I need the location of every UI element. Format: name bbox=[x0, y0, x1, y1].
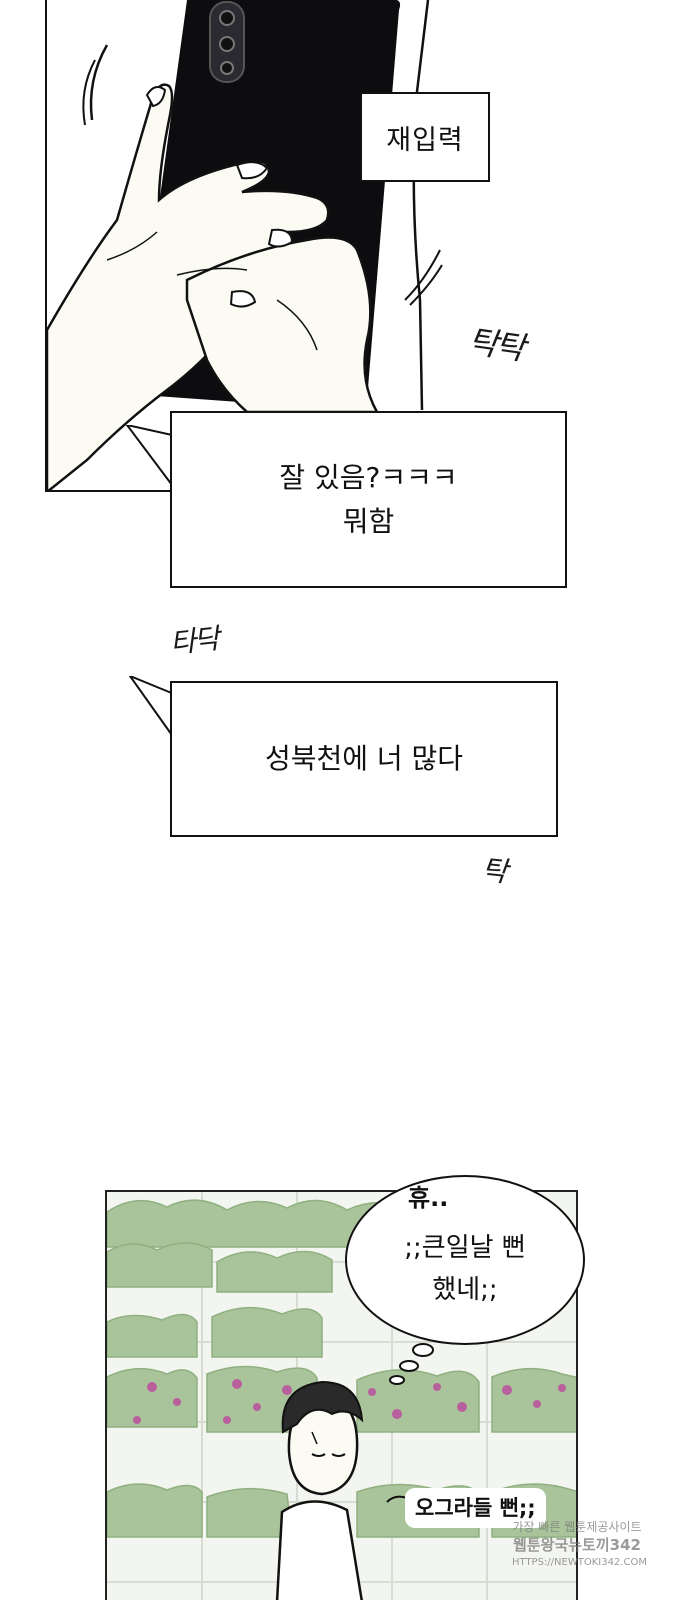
fingernail bbox=[235, 161, 269, 180]
caption-retype: 재입력 bbox=[360, 92, 490, 182]
motion-line bbox=[89, 44, 109, 121]
caption-text: 재입력 bbox=[386, 124, 464, 156]
chat-message-bubble: 잘 있음?ㅋㅋㅋ 뭐함 bbox=[170, 411, 567, 588]
right-hand bbox=[185, 236, 380, 414]
sigh-text: 휴.. bbox=[408, 1184, 449, 1212]
mutter-text: 오그라들 뻔;; bbox=[415, 1496, 536, 1520]
motion-line bbox=[82, 59, 96, 126]
fingernail bbox=[267, 228, 294, 248]
watermark-line: 웹툰왕국뉴토끼342 bbox=[513, 1536, 641, 1554]
boy-character bbox=[275, 1380, 364, 1600]
chat-message-line: 뭐함 bbox=[342, 504, 395, 538]
fingernail bbox=[145, 85, 167, 108]
fingernail bbox=[229, 290, 257, 308]
chat-bubble-tail bbox=[125, 425, 173, 486]
camera-lens-icon bbox=[219, 10, 235, 26]
camera-lens-icon bbox=[220, 61, 234, 75]
speech-line: 했네;; bbox=[432, 1275, 498, 1305]
flower-blossoms bbox=[133, 1379, 566, 1424]
mutter-text-box: 오그라들 뻔;; bbox=[405, 1488, 546, 1528]
comic-panel-phone bbox=[45, 0, 430, 492]
motion-line bbox=[404, 249, 441, 301]
hands-holding-phone-illustration bbox=[47, 0, 401, 490]
chat-message-line: 성북천에 너 많다 bbox=[264, 742, 464, 775]
thought-bubble-trail bbox=[389, 1343, 434, 1385]
watermark-line: 가장 빠른 웹툰제공사이트 bbox=[512, 1520, 642, 1534]
panel-edge-lines bbox=[404, 0, 443, 411]
sfx-tap: 탁 bbox=[480, 852, 508, 889]
chat-message-bubble: 성북천에 너 많다 bbox=[170, 681, 558, 837]
chat-bubble-tail bbox=[128, 676, 175, 739]
motion-line bbox=[409, 264, 443, 306]
speech-line: ;;큰일날 뻔 bbox=[404, 1233, 526, 1263]
chat-message-line: 잘 있음?ㅋㅋㅋ bbox=[279, 460, 458, 494]
camera-lens-icon bbox=[219, 36, 235, 52]
speech-bubble: ;;큰일날 뻔 했네;; bbox=[345, 1175, 585, 1345]
watermark-line: HTTPS://NEWTOKI342.COM bbox=[512, 1557, 647, 1568]
sfx-tapping: 탁탁 bbox=[465, 321, 526, 368]
sfx-tapping: 타닥 bbox=[168, 622, 220, 660]
site-watermark: 가장 빠른 웹툰제공사이트 웹툰왕국뉴토끼342 HTTPS://NEWTOKI… bbox=[512, 1518, 647, 1572]
